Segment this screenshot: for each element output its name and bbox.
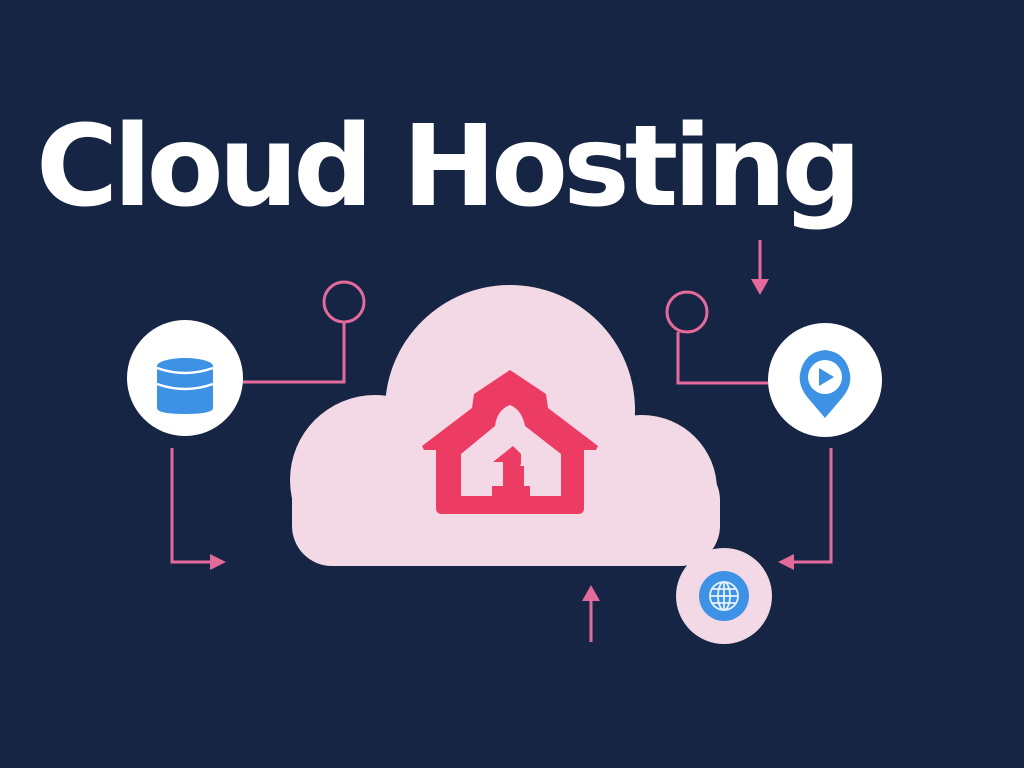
globe-icon	[709, 581, 739, 611]
cloud-shape	[290, 285, 720, 566]
house-upload-icon	[422, 370, 598, 514]
connector-media-pin	[665, 290, 768, 385]
arrow-down-icon	[751, 240, 769, 295]
media-location-node[interactable]	[768, 323, 882, 437]
play-location-pin-icon	[799, 350, 851, 418]
connector-database-arrow	[170, 448, 226, 570]
page-title: Cloud Hosting	[36, 102, 862, 232]
database-node[interactable]	[127, 320, 243, 436]
connector-database-pin	[240, 280, 366, 384]
web-globe-node[interactable]	[676, 548, 772, 644]
connector-media-arrow	[778, 448, 833, 570]
arrow-up-icon	[582, 585, 600, 642]
database-icon	[156, 358, 214, 414]
